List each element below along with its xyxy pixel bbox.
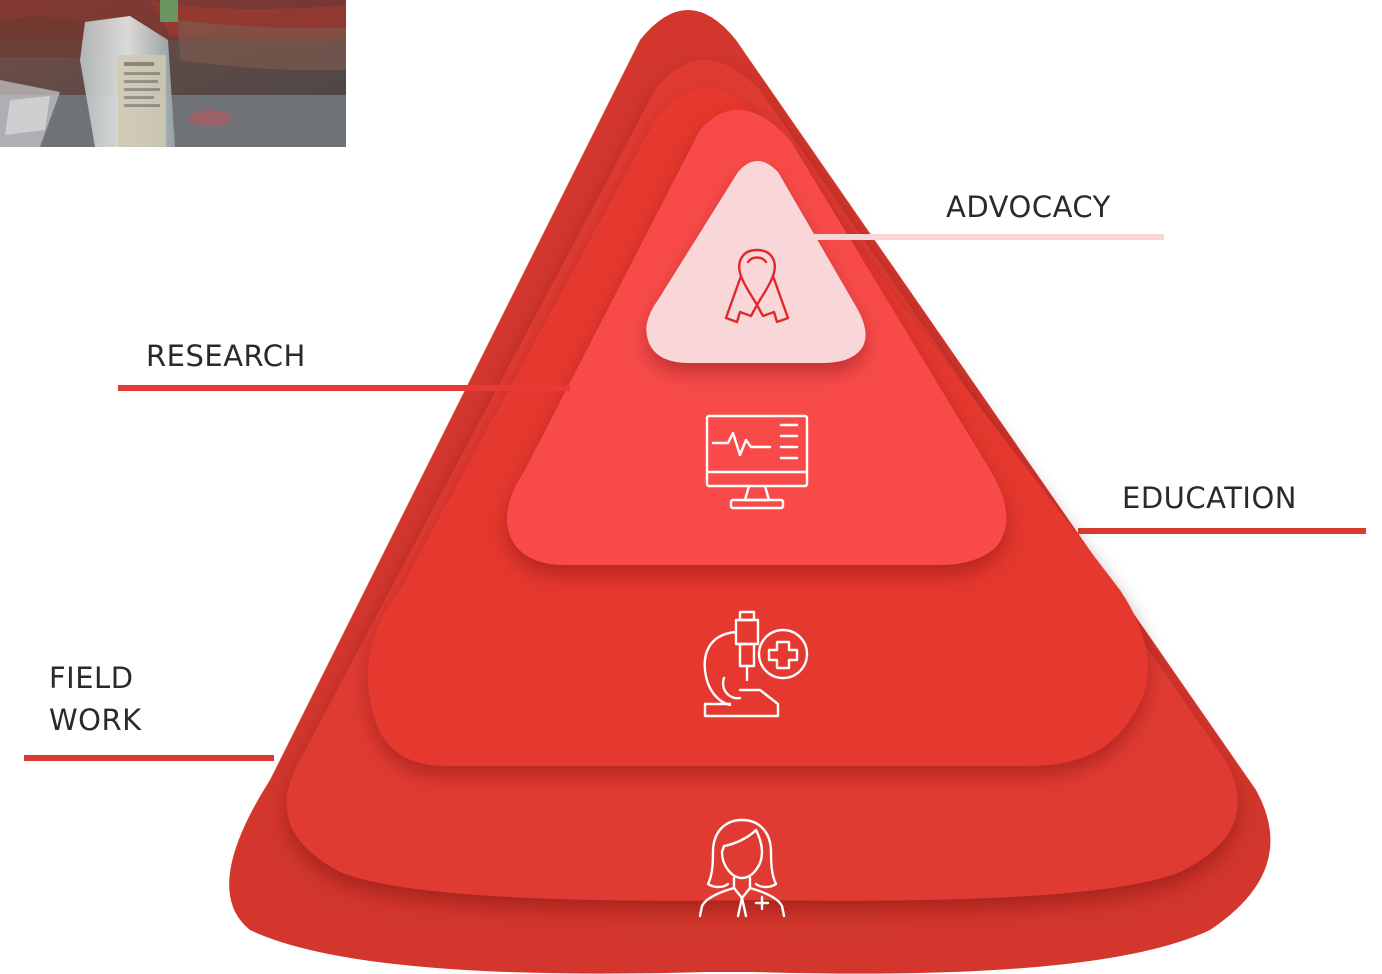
research-leader-line (118, 385, 570, 391)
education-label: EDUCATION (1122, 481, 1298, 515)
advocacy-leader-line (812, 234, 1164, 240)
ribbon-icon (724, 248, 790, 324)
photo-image (0, 0, 346, 147)
microscope-medical-icon (703, 610, 809, 718)
photo-thumbnail (0, 0, 346, 147)
layer-advocacy (646, 161, 866, 363)
nurse-icon (698, 818, 786, 918)
advocacy-label: ADVOCACY (946, 190, 1111, 224)
field-work-label-line-1: FIELD (49, 661, 134, 695)
monitor-heartbeat-icon (705, 414, 809, 510)
research-label: RESEARCH (146, 339, 306, 373)
education-leader-line (1078, 528, 1366, 534)
field-work-leader-line (24, 755, 274, 761)
field-work-label-line-2: WORK (49, 703, 142, 737)
